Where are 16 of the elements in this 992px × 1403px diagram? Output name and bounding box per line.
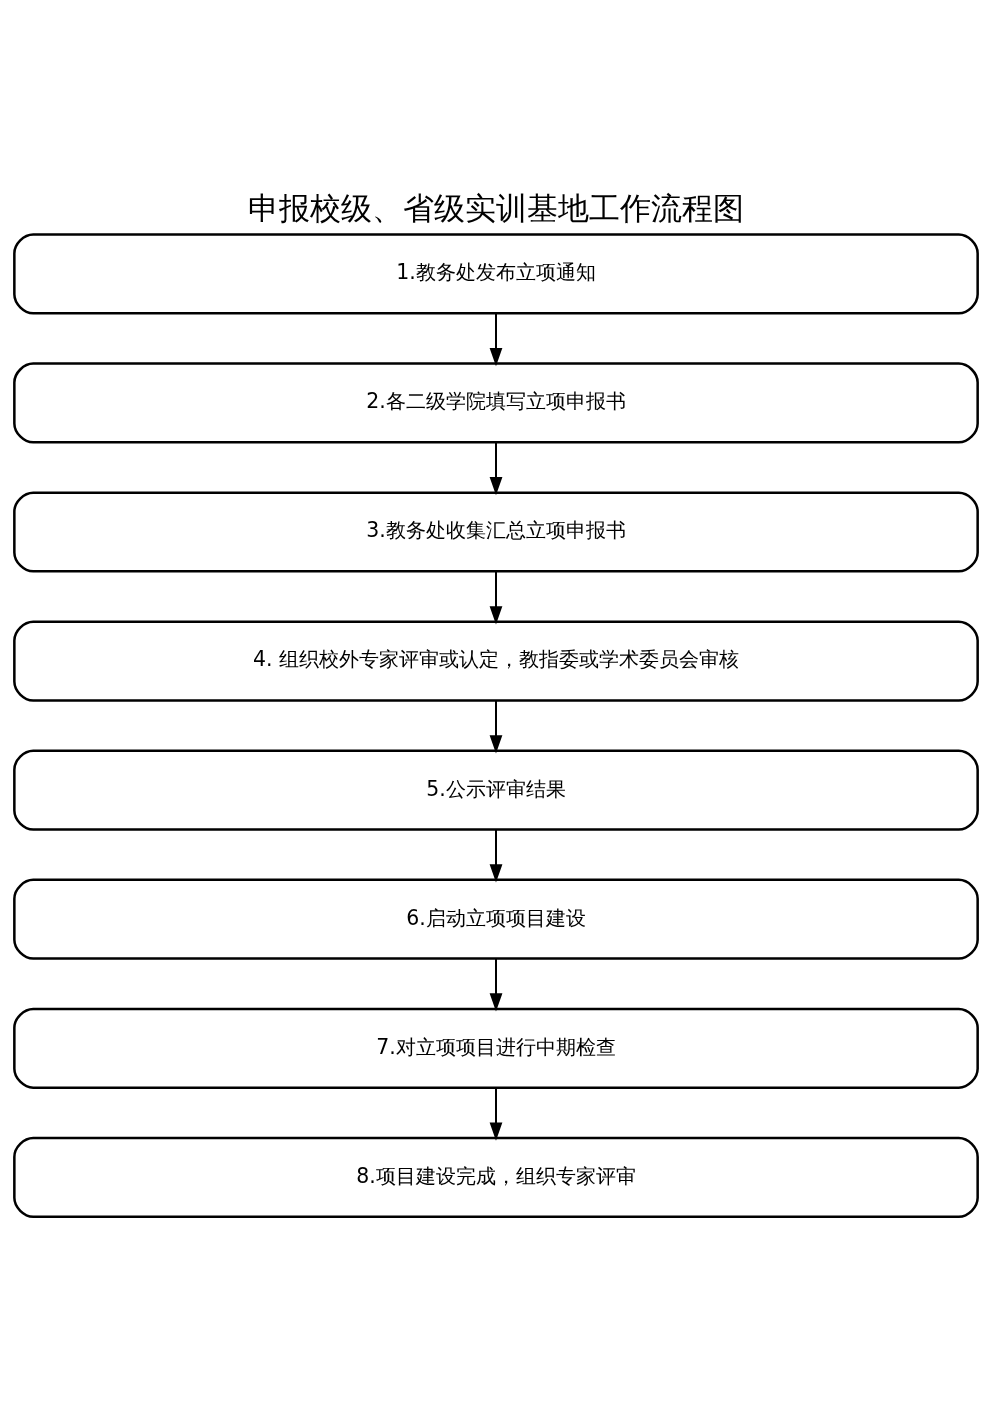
diagram-title: 申报校级、省级实训基地工作流程图 — [248, 189, 744, 226]
arrow — [489, 441, 503, 495]
arrow — [489, 829, 503, 883]
node-box: 7.对立项项目进行中期检查 — [13, 1007, 979, 1089]
arrow — [489, 1087, 503, 1141]
node-box: 2.各二级学院填写立项申报书 — [13, 361, 979, 444]
node-box: 1.教务处发布立项通知 — [13, 232, 979, 314]
arrow — [489, 699, 503, 753]
node-box: 5.公示评审结果 — [13, 749, 979, 831]
arrow — [489, 312, 503, 366]
node-box: 4. 组织校外专家评审或认定，教指委或学术委员会审核 — [13, 619, 979, 702]
node-box: 8.项目建设完成，组织专家评审 — [13, 1136, 979, 1218]
arrow — [489, 958, 503, 1012]
arrow — [489, 570, 503, 624]
node-box: 6.启动立项项目建设 — [13, 878, 979, 960]
node-box: 3.教务处收集汇总立项申报书 — [13, 490, 979, 573]
